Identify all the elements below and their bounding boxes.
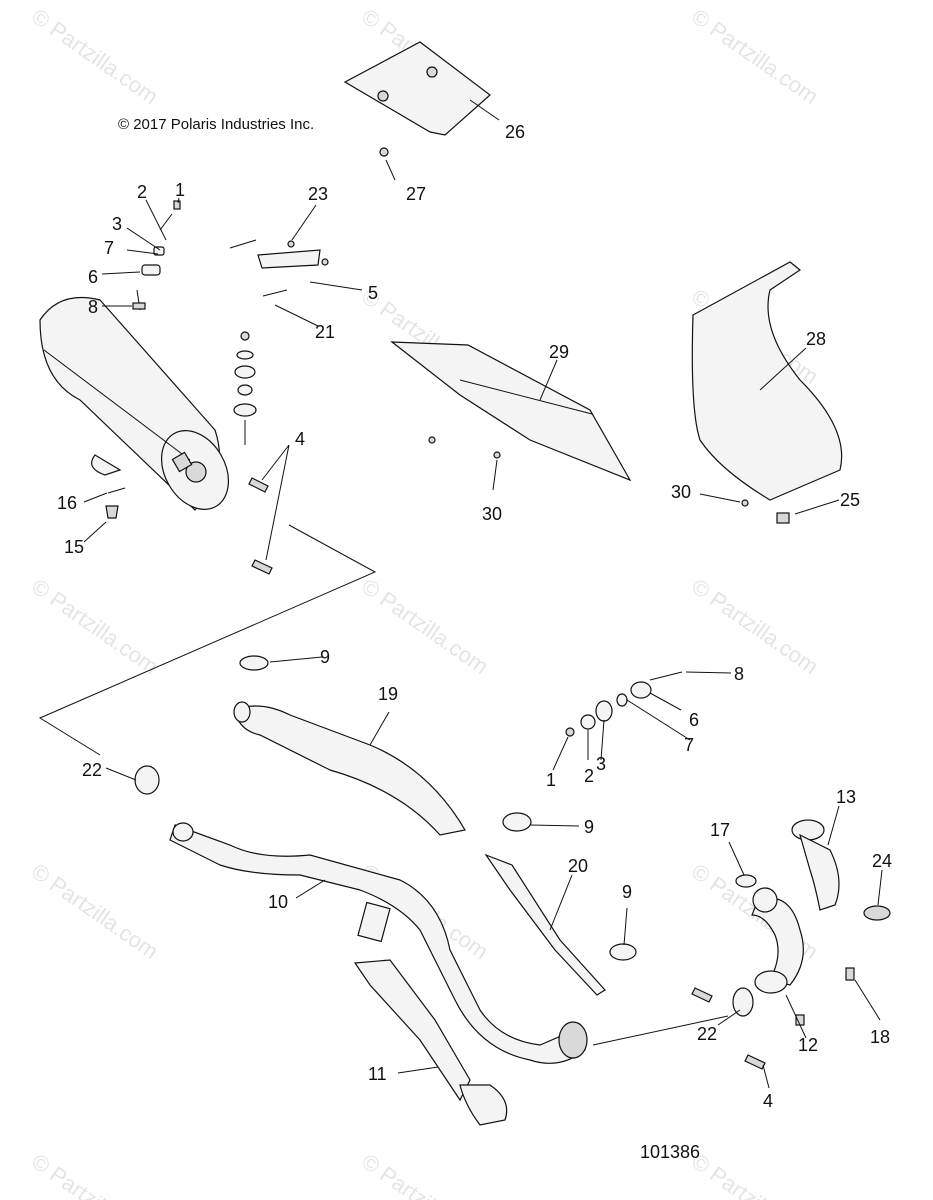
callout-7: 7 xyxy=(104,238,114,258)
watermark: © Partzilla.com xyxy=(357,574,493,680)
callout-5: 5 xyxy=(368,283,378,303)
part-12-elbow xyxy=(751,887,804,994)
callout-15: 15 xyxy=(64,537,84,557)
callout-9: 9 xyxy=(584,817,594,837)
part-18-bolts xyxy=(795,967,855,1026)
callout-28: 28 xyxy=(806,329,826,349)
callout-6: 6 xyxy=(689,710,699,730)
callout-16: 16 xyxy=(57,493,77,513)
callout-4: 4 xyxy=(763,1091,773,1111)
part-10-head-pipe xyxy=(169,822,588,1064)
part-22-gasket xyxy=(134,765,160,795)
part-19-pipe xyxy=(233,701,466,836)
callout-9: 9 xyxy=(622,882,632,902)
part-5-bracket xyxy=(229,239,329,297)
part-4-spring xyxy=(248,477,273,575)
part-29-heat-shield xyxy=(390,341,632,482)
callout-7: 7 xyxy=(684,735,694,755)
callout-19: 19 xyxy=(378,684,398,704)
part-9-clamp xyxy=(609,943,637,961)
callout-8: 8 xyxy=(88,297,98,317)
callout-3: 3 xyxy=(596,754,606,774)
copyright-notice: © 2017 Polaris Industries Inc. xyxy=(118,116,315,133)
callout-1: 1 xyxy=(175,180,185,200)
part-22-gasket xyxy=(732,987,754,1017)
callout-24: 24 xyxy=(872,851,892,871)
part-4-spring xyxy=(744,1054,766,1070)
callout-22: 22 xyxy=(697,1024,717,1044)
watermark: © Partzilla.com xyxy=(27,4,163,110)
part-20-shield xyxy=(484,853,606,996)
callout-29: 29 xyxy=(549,342,569,362)
callout-12: 12 xyxy=(798,1035,818,1055)
callout-21: 21 xyxy=(315,322,335,342)
callout-4: 4 xyxy=(295,429,305,449)
figure-number: 101386 xyxy=(640,1142,701,1162)
leader-4 xyxy=(261,444,290,561)
callout-17: 17 xyxy=(710,820,730,840)
leader-lines xyxy=(83,99,883,1089)
assembly-outline xyxy=(38,524,377,756)
part-15-16-fasteners xyxy=(105,487,126,519)
watermark: © Partzilla.com xyxy=(27,574,163,680)
callout-25: 25 xyxy=(840,490,860,510)
part-4-spring xyxy=(691,987,713,1003)
callout-22: 22 xyxy=(82,760,102,780)
muffler xyxy=(39,296,230,511)
callout-11: 11 xyxy=(368,1064,387,1084)
watermark: © Partzilla.com xyxy=(357,1149,493,1200)
callout-9: 9 xyxy=(320,647,330,667)
callout-30: 30 xyxy=(482,504,502,524)
callout-20: 20 xyxy=(568,856,588,876)
part-9-clamp xyxy=(502,812,532,832)
callout-3: 3 xyxy=(112,214,122,234)
watermark: © Partzilla.com xyxy=(27,859,163,965)
watermark: © Partzilla.com xyxy=(27,1149,163,1200)
callout-labels: 26 27 2 1 3 7 6 8 23 5 21 29 28 4 30 25 … xyxy=(57,122,892,1111)
callout-26: 26 xyxy=(505,122,525,142)
mount-stack-left xyxy=(132,200,181,311)
part-27-nut xyxy=(379,147,389,157)
part-11-pipe xyxy=(353,959,508,1126)
watermark: © Partzilla.com xyxy=(687,4,823,110)
isolator-stack-center xyxy=(233,331,257,445)
watermark: © Partzilla.com xyxy=(687,574,823,680)
callout-2: 2 xyxy=(584,766,594,786)
mount-stack-right xyxy=(565,671,683,737)
watermark: © Partzilla.com xyxy=(687,1149,823,1200)
callout-10: 10 xyxy=(268,892,288,912)
callout-2: 2 xyxy=(137,182,147,202)
part-13-flange xyxy=(791,819,840,911)
callout-8: 8 xyxy=(734,664,744,684)
callout-30: 30 xyxy=(671,482,691,502)
part-24-clip xyxy=(863,905,891,921)
callout-6: 6 xyxy=(88,267,98,287)
callout-18: 18 xyxy=(870,1027,890,1047)
part-17-gasket xyxy=(735,874,757,888)
callout-1: 1 xyxy=(546,770,556,790)
callout-13: 13 xyxy=(836,787,856,807)
callout-23: 23 xyxy=(308,184,328,204)
part-28-heat-shield xyxy=(691,261,843,524)
part-9-clamp xyxy=(239,655,269,671)
callout-27: 27 xyxy=(406,184,426,204)
part-26-heat-plate xyxy=(343,41,491,136)
